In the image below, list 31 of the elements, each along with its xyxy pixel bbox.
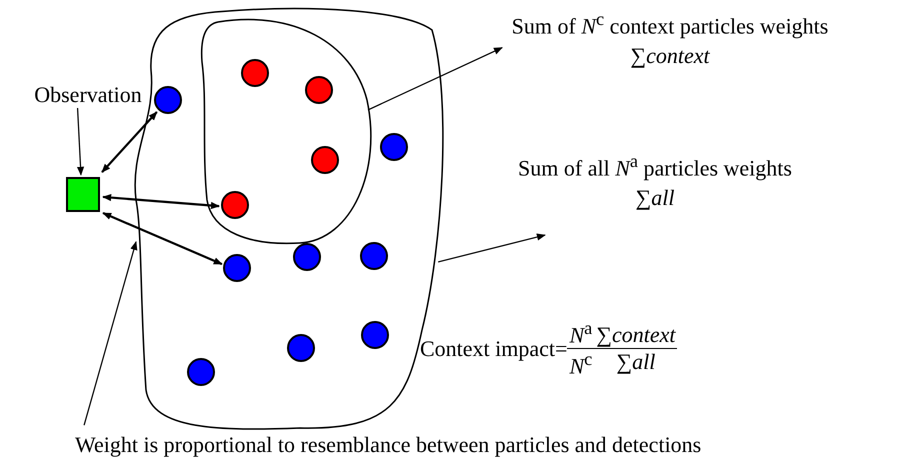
- particle-dot: [311, 146, 339, 174]
- arrow: [102, 194, 220, 210]
- formula: ∑all: [634, 184, 676, 212]
- particle-dot: [305, 76, 333, 104]
- formula-label: Context impact=: [420, 336, 568, 361]
- annotation-text: Sum of all N$^{a}$ particles weights: [517, 150, 793, 182]
- formula-text: ∑all: [616, 349, 656, 376]
- annotation-text: Weight is proportional to resemblance between particles and detections: [75, 431, 702, 459]
- arrow: [101, 111, 158, 173]
- formula-text: ∑context: [594, 322, 678, 350]
- particle-dot: [380, 133, 408, 161]
- particle-dot: [241, 59, 269, 87]
- arrow: [76, 108, 84, 176]
- annotation-text: Sum of N$^{c}$ context particles weights: [510, 8, 830, 40]
- formula: ∑context: [629, 42, 711, 70]
- arrow: [102, 212, 223, 266]
- particle-dot: [360, 242, 388, 270]
- particle-dot: [293, 243, 321, 271]
- formula-text: N$^{c}$: [569, 349, 592, 380]
- particle-dot: [361, 321, 389, 349]
- annotation-text: Observation: [33, 81, 143, 109]
- particle-dot: [221, 191, 249, 219]
- formula-text: N$^{a}$: [567, 318, 594, 350]
- particle-dot: [187, 358, 215, 386]
- observation-square: [66, 177, 100, 212]
- arrow: [84, 240, 138, 426]
- arrow: [368, 47, 503, 110]
- particle-dot: [287, 334, 315, 362]
- particle-dot: [223, 254, 251, 282]
- arrow: [438, 234, 546, 263]
- particle-dot: [154, 86, 182, 114]
